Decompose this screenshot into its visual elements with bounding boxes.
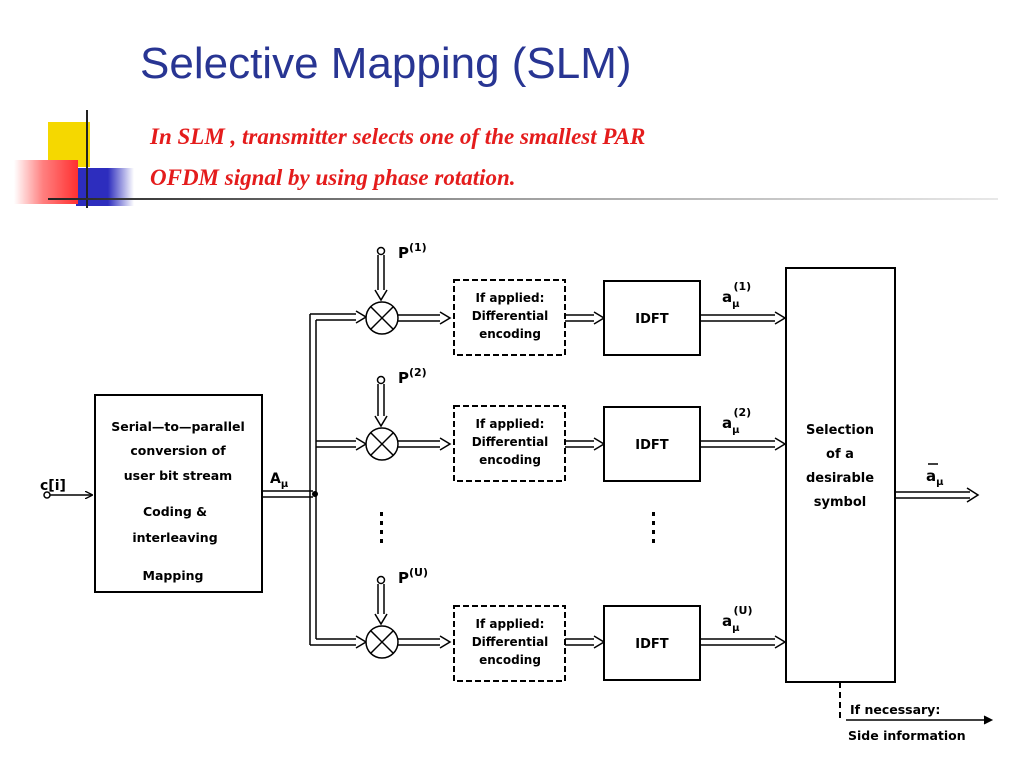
a-label: A — [270, 471, 281, 487]
output-signal: aμ — [895, 463, 980, 503]
branch-ellipsis — [380, 512, 655, 543]
enc-block-2 — [453, 405, 566, 482]
svg-text:symbol: symbol — [814, 495, 866, 510]
svg-text:If applied:: If applied: — [476, 291, 545, 305]
input-label: c[i] — [40, 478, 66, 494]
svg-text:P(1): P(1) — [398, 241, 427, 262]
svg-text:encoding: encoding — [479, 327, 541, 341]
svg-text:If applied:: If applied: — [476, 617, 545, 631]
svg-text:aμ(1): aμ(1) — [722, 280, 751, 310]
s2p-line1: Serial—to—parallel — [111, 419, 245, 434]
phase2-base: P — [398, 369, 409, 387]
s2p-line3: user bit stream — [124, 468, 232, 483]
svg-text:IDFT: IDFT — [635, 637, 669, 652]
a-mu-bus: Aμ — [262, 314, 318, 645]
svg-text:Side information: Side information — [848, 728, 966, 743]
s2p-line6: Mapping — [143, 568, 204, 583]
input-signal: c[i] — [40, 478, 92, 498]
deco-vertical-line — [86, 110, 88, 208]
svg-text:aμ(U): aμ(U) — [722, 604, 752, 634]
idft-block-1 — [603, 280, 701, 356]
deco-red-square — [14, 160, 78, 204]
phaseu-base: P — [398, 569, 409, 587]
output-sub: μ — [936, 477, 944, 488]
svg-text:aμ(2): aμ(2) — [722, 406, 751, 436]
subtitle-line-1: In SLM , transmitter selects one of the … — [150, 124, 646, 149]
selection-block: Selection of a desirable symbol — [785, 267, 896, 683]
svg-text:Differential: Differential — [472, 635, 549, 649]
svg-text:Selection: Selection — [806, 423, 874, 438]
s2p-line5: interleaving — [132, 530, 217, 545]
svg-text:If necessary:: If necessary: — [850, 702, 940, 717]
deco-horizontal-line — [48, 198, 998, 200]
enc-block-u — [453, 605, 566, 682]
svg-text:Differential: Differential — [472, 309, 549, 323]
svg-text:encoding: encoding — [479, 453, 541, 467]
branch-1: P(1) If applied: Differential encoding I… — [310, 241, 787, 356]
svg-text:If applied:: If applied: — [476, 417, 545, 431]
phase2-sup: (2) — [409, 366, 427, 379]
svg-text:P(2): P(2) — [398, 366, 427, 387]
side-information: If necessary: Side information — [839, 682, 994, 743]
subtitle-line-2: OFDM signal by using phase rotation. — [150, 165, 516, 190]
enc-block-1 — [453, 279, 566, 356]
branch-2: P(2) If applied: Differential encoding I… — [316, 366, 787, 482]
idft-block-u — [603, 605, 701, 681]
svg-text:of a: of a — [826, 447, 854, 462]
slide-title: Selective Mapping (SLM) — [140, 39, 632, 88]
svg-text:P(U): P(U) — [398, 566, 428, 587]
output-base: a — [926, 467, 936, 485]
svg-text:aμ: aμ — [926, 467, 944, 488]
svg-text:desirable: desirable — [806, 471, 874, 486]
a-sub: μ — [281, 479, 289, 490]
phase1-base: P — [398, 244, 409, 262]
svg-text:Differential: Differential — [472, 435, 549, 449]
svg-text:IDFT: IDFT — [635, 312, 669, 327]
svg-text:encoding: encoding — [479, 653, 541, 667]
phase1-sup: (1) — [409, 241, 427, 254]
phaseu-sup: (U) — [409, 566, 428, 579]
branch-u: P(U) If applied: Differential encoding I… — [310, 566, 787, 682]
s2p-line2: conversion of — [130, 443, 226, 458]
s2p-line4: Coding & — [143, 504, 207, 519]
svg-text:IDFT: IDFT — [635, 438, 669, 453]
deco-yellow-square — [48, 122, 90, 167]
idft-block-2 — [603, 406, 701, 482]
svg-text:Aμ: Aμ — [270, 471, 289, 490]
serial-to-parallel-block: Serial—to—parallel conversion of user bi… — [94, 394, 263, 593]
